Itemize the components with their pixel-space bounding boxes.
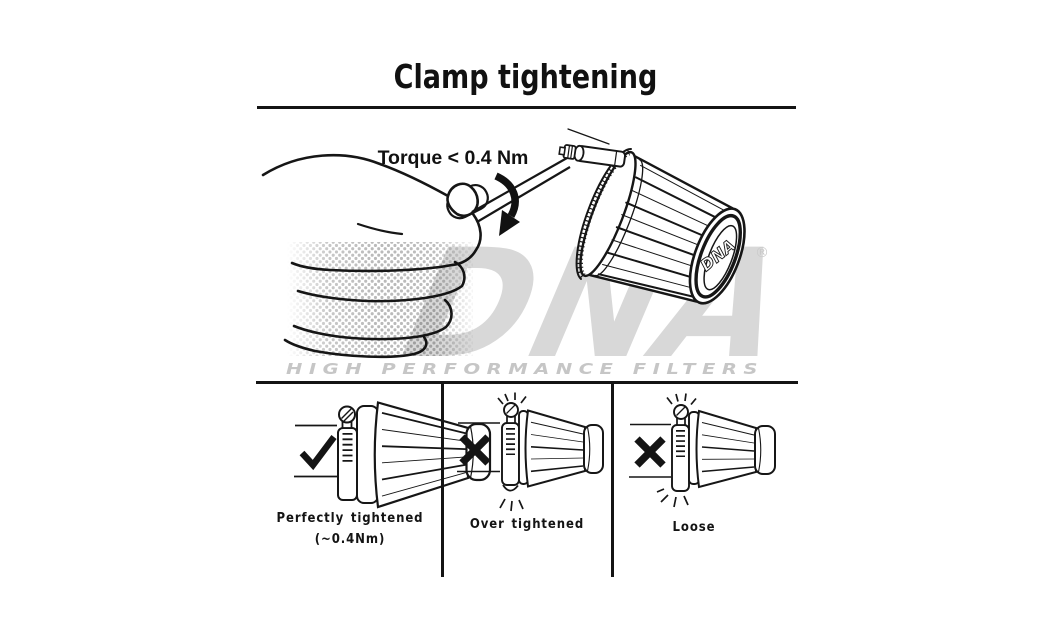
watermark-tagline: HIGH PERFORMANCE FILTERS	[286, 360, 764, 378]
panel-perfect	[294, 401, 492, 509]
burst-bottom	[656, 488, 689, 508]
check-icon	[299, 435, 337, 471]
torque-label: Torque < 0.4 Nm	[377, 147, 529, 169]
panel-over	[457, 392, 604, 512]
panel-label-over: Over tightened	[469, 517, 585, 532]
halftone-shading	[287, 242, 473, 356]
panel-sublabel-perfect: (~0.4Nm)	[314, 532, 386, 547]
screwdriver	[471, 157, 571, 223]
panel-divider-1	[441, 384, 444, 577]
hose-clamp	[558, 128, 632, 280]
title-underline	[257, 106, 796, 109]
burst-top	[666, 393, 697, 406]
hand	[261, 153, 489, 359]
cross-icon	[459, 434, 491, 466]
burst-bottom	[499, 498, 524, 512]
panel-label-loose: Loose	[672, 520, 716, 535]
air-filter: DNA	[558, 128, 746, 305]
burst-top	[497, 392, 527, 405]
rotation-arrow-icon	[494, 172, 520, 236]
panel-loose	[629, 393, 776, 508]
cross-icon	[634, 436, 666, 468]
registered-mark: ®	[755, 245, 769, 261]
page-title: Clamp tightening	[393, 57, 658, 96]
panel-divider-2	[611, 384, 614, 577]
panel-label-perfect: Perfectly tightened	[276, 511, 424, 526]
panels-top-rule	[256, 381, 798, 384]
